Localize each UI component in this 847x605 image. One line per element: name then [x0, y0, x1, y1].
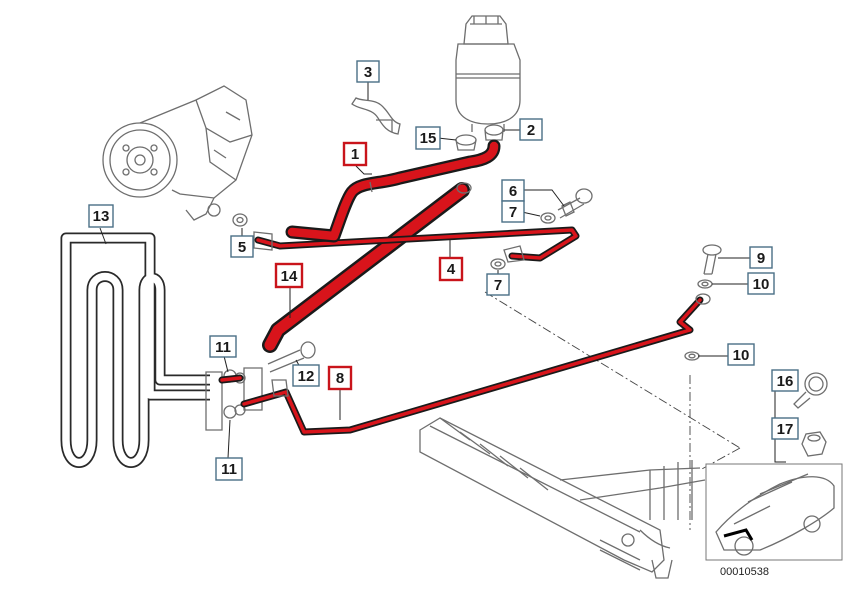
figure-number: 00010538: [720, 566, 769, 578]
callout-4: 4: [438, 256, 464, 282]
callout-11b: 11: [215, 457, 243, 481]
banjo-bolt-6: [557, 188, 593, 219]
bolt-12: [267, 341, 316, 373]
callout-15: 15: [415, 126, 441, 150]
vehicle-inset: [705, 463, 843, 561]
hose-1: [285, 139, 501, 243]
nut-17: [801, 431, 827, 457]
callout-14: 14: [274, 262, 304, 289]
callout-7a-label: 7: [509, 204, 517, 221]
callout-11a-label: 11: [215, 339, 231, 356]
callout-9: 9: [749, 246, 773, 269]
callout-6-label: 6: [509, 183, 517, 200]
callout-16-label: 16: [777, 373, 794, 390]
callout-12-label: 12: [298, 368, 315, 385]
callout-10a-label: 10: [753, 276, 770, 293]
callout-13: 13: [88, 204, 114, 228]
callout-7a: 7: [501, 200, 525, 223]
hose-4: [253, 226, 580, 263]
fitting-2: [484, 124, 504, 141]
hose-clip-3: [351, 97, 401, 135]
fluid-reservoir: [455, 15, 521, 132]
steering-pump: [102, 85, 253, 221]
fitting-15: [455, 134, 477, 151]
callout-13-label: 13: [93, 208, 110, 225]
callout-8-label: 8: [336, 370, 344, 387]
callout-1-label: 1: [351, 146, 359, 163]
callout-5-label: 5: [238, 239, 246, 256]
callout-5: 5: [230, 235, 254, 258]
callout-4-label: 4: [447, 261, 456, 278]
cooler-return-fitting: [218, 374, 244, 384]
callout-10a: 10: [747, 272, 775, 295]
callout-14-label: 14: [281, 268, 298, 285]
callout-2-label: 2: [527, 122, 535, 139]
callout-17: 17: [771, 417, 799, 440]
callout-8: 8: [327, 365, 353, 391]
banjo-bolt-9: [702, 244, 722, 275]
callout-12: 12: [292, 364, 320, 387]
callout-10b-label: 10: [733, 347, 750, 364]
callout-16: 16: [771, 369, 799, 392]
callout-7b-label: 7: [494, 277, 502, 294]
seal-washer-7a: [540, 212, 556, 224]
callout-15-label: 15: [420, 130, 437, 147]
callout-3: 3: [356, 60, 380, 83]
hose-8: [240, 293, 711, 436]
callout-2: 2: [519, 118, 543, 141]
seal-washer-10a: [697, 279, 713, 289]
callout-17-label: 17: [777, 421, 794, 438]
callout-11b-label: 11: [221, 461, 237, 478]
seal-washer-7b: [490, 258, 506, 270]
callout-11a: 11: [209, 335, 237, 358]
seal-washer-10b: [684, 351, 700, 361]
steering-rack: [419, 417, 706, 579]
callout-1: 1: [342, 141, 368, 167]
callout-9-label: 9: [757, 250, 765, 267]
callout-10b: 10: [727, 343, 755, 366]
callout-3-label: 3: [364, 64, 372, 81]
assembly-dash-lines: [484, 291, 741, 530]
hose-clamp-16: [793, 372, 828, 409]
callout-6: 6: [501, 179, 525, 202]
seal-washer-5: [232, 213, 248, 227]
callout-7b: 7: [486, 273, 510, 296]
